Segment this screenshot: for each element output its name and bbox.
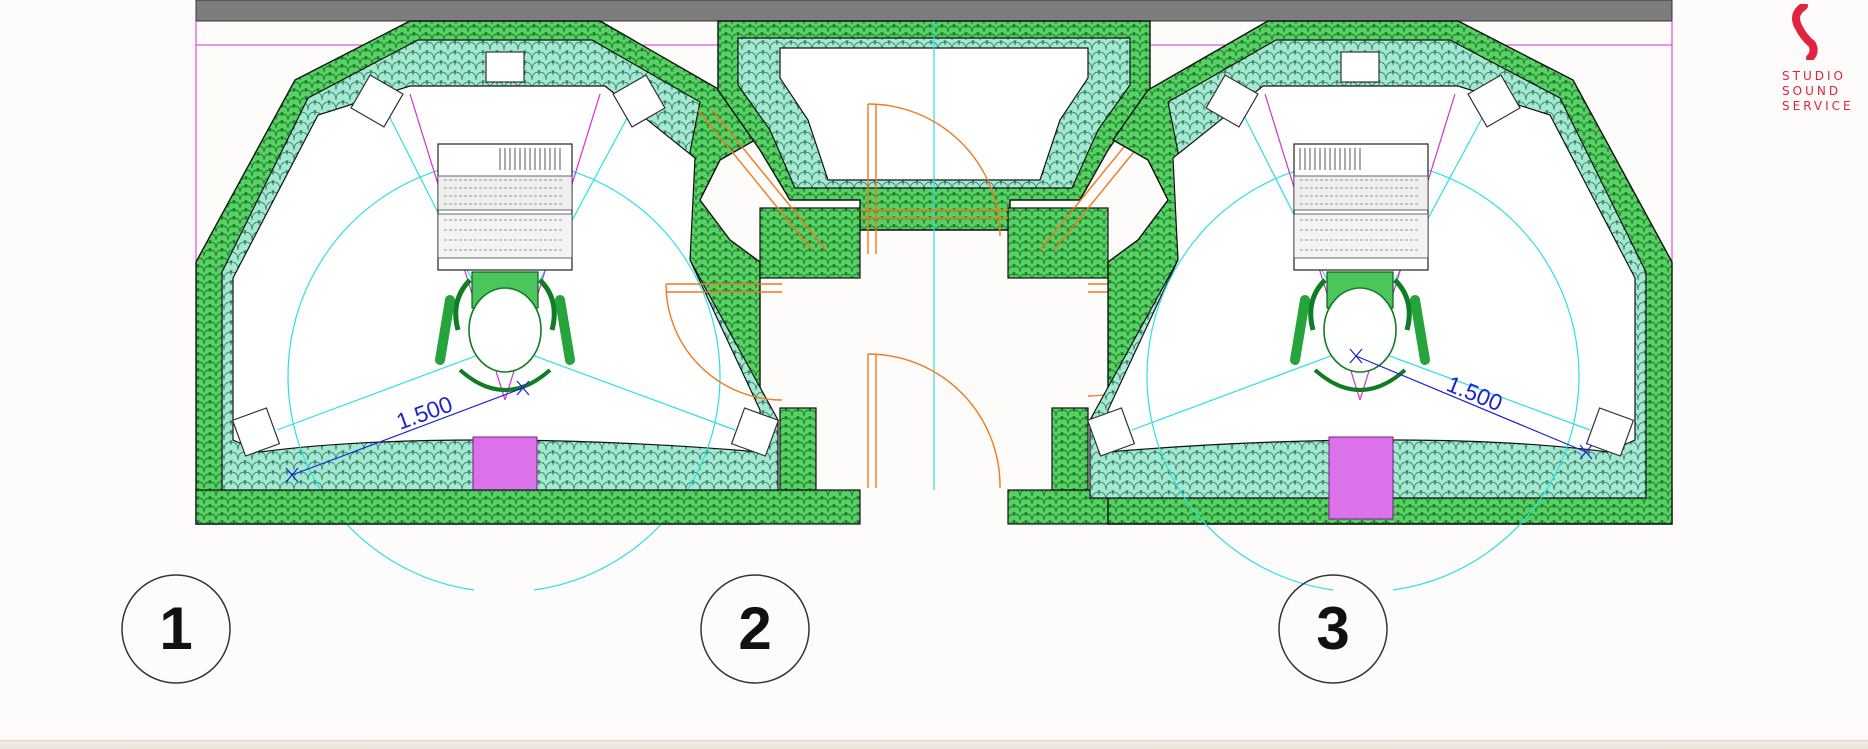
- top-beam: [195, 0, 1673, 22]
- room-1-speaker-top: [485, 51, 525, 83]
- room-1-number: 1: [159, 595, 192, 662]
- bottom-bar: [0, 740, 1868, 749]
- room-3-chair: [1290, 271, 1430, 392]
- room-1-chair: [435, 271, 575, 392]
- logo-text: STUDIO SOUND SERVICE: [1782, 69, 1868, 114]
- room-3-speaker-left-rear: [1086, 407, 1136, 457]
- room-1-speaker-right-front: [612, 74, 666, 128]
- room-2-right-wall-block: [1007, 207, 1109, 279]
- logo-line-1: STUDIO: [1782, 69, 1846, 83]
- logo-line-2: SOUND: [1782, 84, 1842, 98]
- studio-sound-service-logo: STUDIO SOUND SERVICE: [1782, 2, 1868, 114]
- room-1-mixing-console: [437, 143, 573, 271]
- room-1-badge: 1: [121, 574, 231, 684]
- room-2-right-jamb: [1051, 407, 1089, 491]
- room-1: 1.500: [195, 20, 780, 591]
- logo-line-3: SERVICE: [1782, 99, 1854, 113]
- room-2: [195, 20, 1673, 525]
- room-3: 1.500: [1086, 20, 1673, 591]
- room-3-number: 3: [1316, 595, 1349, 662]
- logo-s-mark-icon: [1792, 2, 1818, 62]
- room-1-speaker-right-rear: [730, 407, 780, 457]
- room-1-speaker-left-rear: [231, 407, 281, 457]
- room-2-left-jamb: [779, 407, 817, 491]
- room-3-mixing-console: [1293, 143, 1429, 271]
- room-3-speaker-right-rear: [1585, 407, 1635, 457]
- room-2-left-wall-block: [759, 207, 861, 279]
- room-1-speaker-left-front: [350, 74, 404, 128]
- room-3-badge: 3: [1278, 574, 1388, 684]
- room-3-speaker-left-front: [1205, 74, 1259, 128]
- room-2-badge: 2: [700, 574, 810, 684]
- room-3-bass-trap: [1328, 436, 1394, 520]
- room-2-number: 2: [738, 595, 771, 662]
- room-3-speaker-right-front: [1467, 74, 1521, 128]
- room-3-speaker-top: [1340, 51, 1380, 83]
